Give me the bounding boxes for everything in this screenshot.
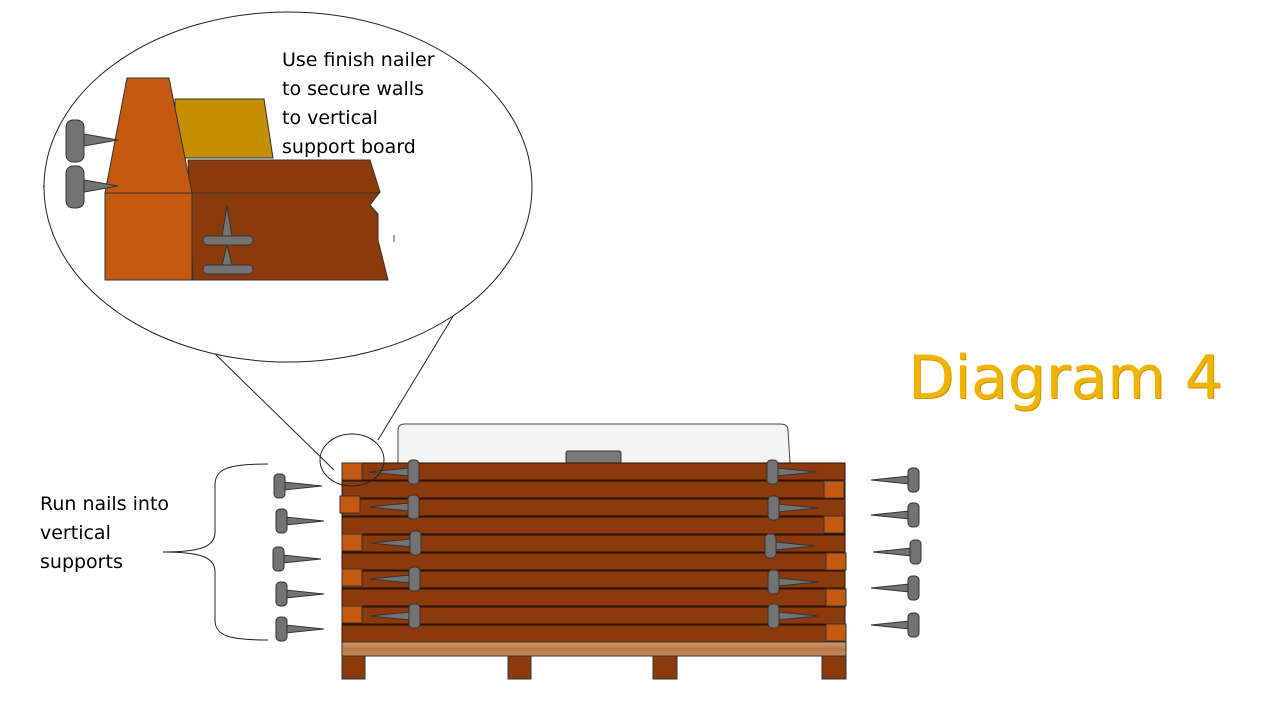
nail-icon	[65, 119, 85, 163]
wall-boards	[341, 462, 846, 643]
wall-board	[341, 516, 846, 535]
support-block	[341, 568, 363, 587]
base-foot	[652, 655, 678, 680]
support-block	[823, 480, 845, 499]
nail-icon	[368, 494, 420, 520]
nail-icon	[767, 569, 819, 595]
zoom-wall-board	[187, 159, 389, 281]
wall-board	[341, 480, 846, 499]
support-block	[341, 605, 363, 624]
nail-icon	[65, 165, 85, 209]
support-block	[825, 552, 847, 571]
nail-icon	[369, 566, 421, 592]
run-nails-line-1: Run nails into	[40, 493, 170, 515]
zoom-nail-bottom	[65, 165, 119, 209]
run-nails-line-2: vertical	[40, 522, 111, 544]
run-nails-callout: Run nails into vertical supports	[40, 490, 169, 577]
zoom-nail-vertical-2	[202, 244, 254, 275]
zoom-top-panel	[174, 98, 274, 159]
support-block	[823, 515, 845, 534]
zoom-nail-top	[65, 119, 119, 163]
nail-icon	[870, 502, 920, 528]
nail-icon	[764, 533, 816, 559]
nails	[272, 459, 922, 642]
nail-icon	[767, 495, 819, 521]
support-block	[341, 462, 363, 481]
zoom-support-post	[104, 192, 193, 281]
zoomed-joint-detail	[104, 77, 395, 281]
vertical-support-blocks	[339, 462, 847, 642]
finish-nailer-line-1: Use finish nailer	[282, 49, 435, 71]
nail-icon	[275, 581, 325, 607]
support-block	[825, 588, 847, 607]
nail-icon	[370, 530, 422, 556]
finish-nailer-callout: Use finish nailer to secure walls to ver…	[282, 46, 435, 162]
support-block	[339, 495, 361, 514]
nail-icon	[870, 575, 920, 601]
nail-icon	[202, 264, 254, 275]
curly-brace	[162, 463, 269, 641]
base-board	[341, 641, 847, 657]
support-block	[341, 533, 363, 552]
run-nails-line-3: supports	[40, 551, 123, 573]
diagram-title: Diagram 4	[908, 343, 1223, 413]
base-foot	[341, 655, 366, 680]
support-block	[825, 623, 847, 642]
nail-icon	[275, 616, 325, 642]
zoom-source-circle	[319, 433, 385, 487]
nail-icon	[870, 467, 920, 493]
nail-icon	[368, 459, 420, 485]
finish-nailer-line-4: support board	[282, 136, 416, 158]
nail-icon	[202, 235, 254, 246]
nail-icon	[275, 508, 325, 534]
zoom-nail-vertical-1	[202, 205, 254, 246]
nail-icon	[766, 459, 818, 485]
nail-icon	[272, 546, 322, 572]
top-panel-handle	[565, 450, 622, 464]
nail-icon	[273, 473, 323, 499]
base-foot	[821, 655, 847, 680]
nail-icon	[369, 603, 421, 629]
finish-nailer-line-3: to vertical	[282, 107, 378, 129]
nail-icon	[767, 603, 819, 629]
base-foot	[507, 655, 532, 680]
nail-icon	[870, 612, 920, 638]
box-top-panel	[397, 423, 791, 464]
finish-nailer-line-2: to secure walls	[282, 78, 424, 100]
nail-icon	[872, 539, 922, 565]
